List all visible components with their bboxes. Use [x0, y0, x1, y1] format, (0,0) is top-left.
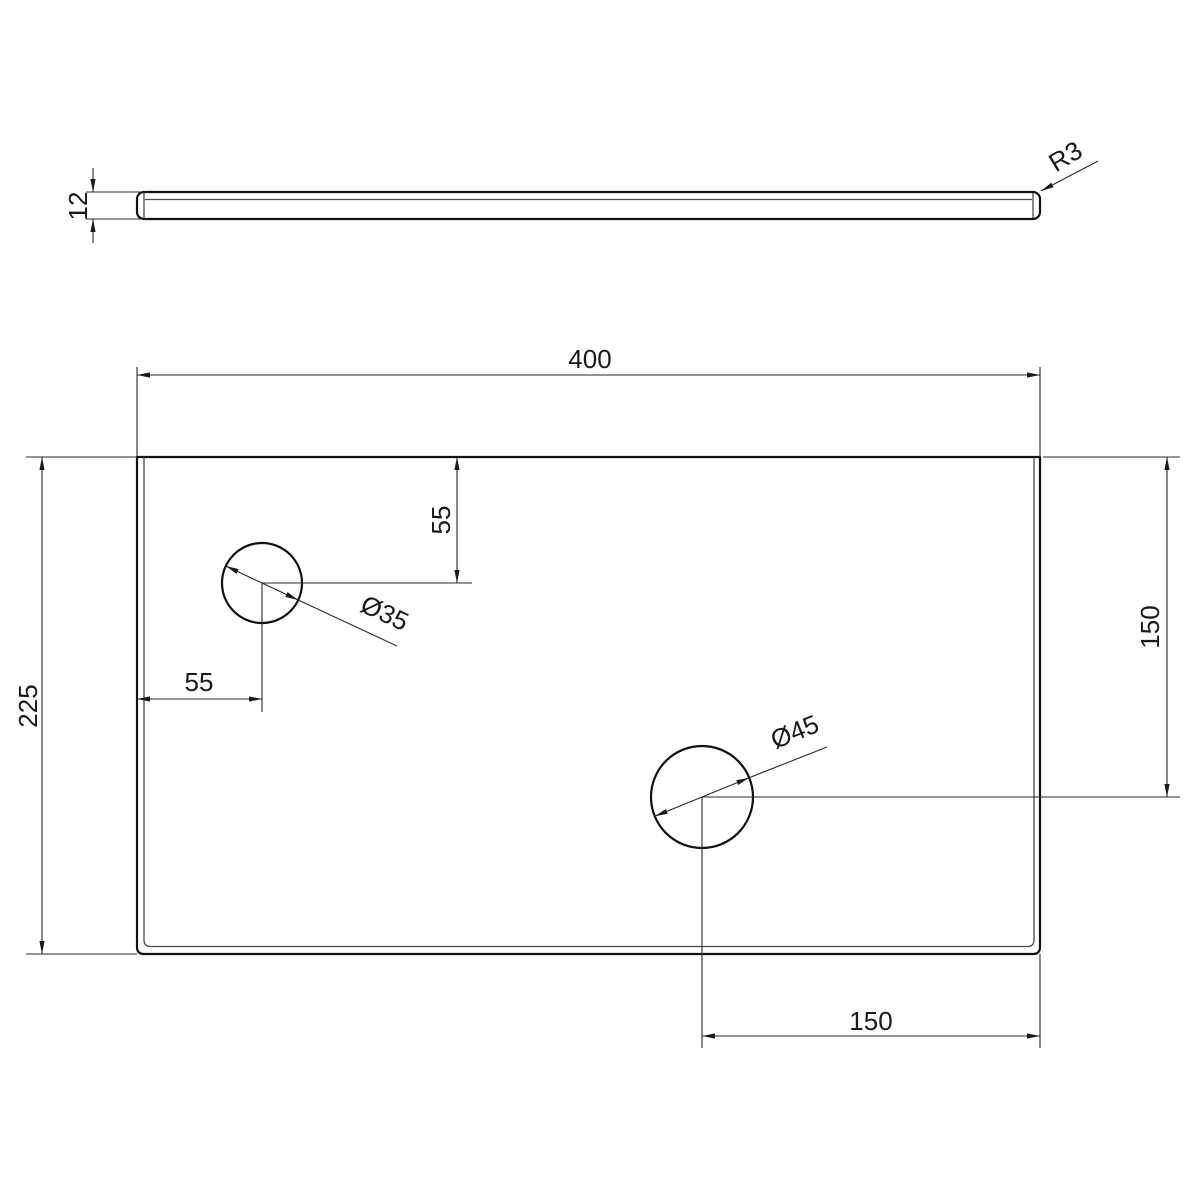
hole-small-diameter-label: Ø35: [356, 589, 413, 637]
dim-hole-large-horizontal-label: 150: [849, 1006, 892, 1036]
plan-view-edge-tangent-line: [143, 457, 1035, 948]
dim-hole-small-horizontal-label: 55: [185, 667, 214, 697]
hole-large-diameter-line: [654, 777, 750, 817]
dim-overall-height: 225: [13, 456, 137, 955]
dim-hole-small-diameter: Ø35: [225, 565, 413, 647]
dim-hole-small-vertical: 55: [426, 457, 460, 583]
dim-hole-small-horizontal: 55: [137, 667, 262, 702]
corner-radius-leader: [1040, 160, 1099, 192]
dim-hole-large-vertical: 150: [1043, 456, 1180, 797]
hole-small-diameter-leader: [297, 599, 398, 647]
dim-overall-width: 400: [136, 344, 1041, 457]
corner-radius-annotation: R3: [1040, 135, 1099, 192]
dim-hole-large-horizontal: 150: [702, 954, 1041, 1048]
hole-large-diameter-leader: [748, 746, 828, 779]
plan-view: 400 225 55 55 Ø35 Ø45: [13, 344, 1180, 1048]
dim-hole-small-vertical-label: 55: [426, 506, 456, 535]
hole-large-diameter-label: Ø45: [766, 709, 823, 755]
dim-thickness: 12: [63, 168, 148, 243]
dim-width-label: 400: [568, 344, 611, 374]
hole-small-diameter-line: [225, 565, 299, 601]
dim-hole-large-vertical-label: 150: [1135, 605, 1165, 648]
dim-height-label: 225: [13, 684, 43, 727]
side-view-outline: [135, 190, 1042, 221]
dim-thickness-label: 12: [63, 192, 93, 221]
plan-view-outline: [135, 455, 1042, 956]
corner-radius-label: R3: [1043, 135, 1087, 178]
side-view: 12 R3: [63, 135, 1099, 243]
